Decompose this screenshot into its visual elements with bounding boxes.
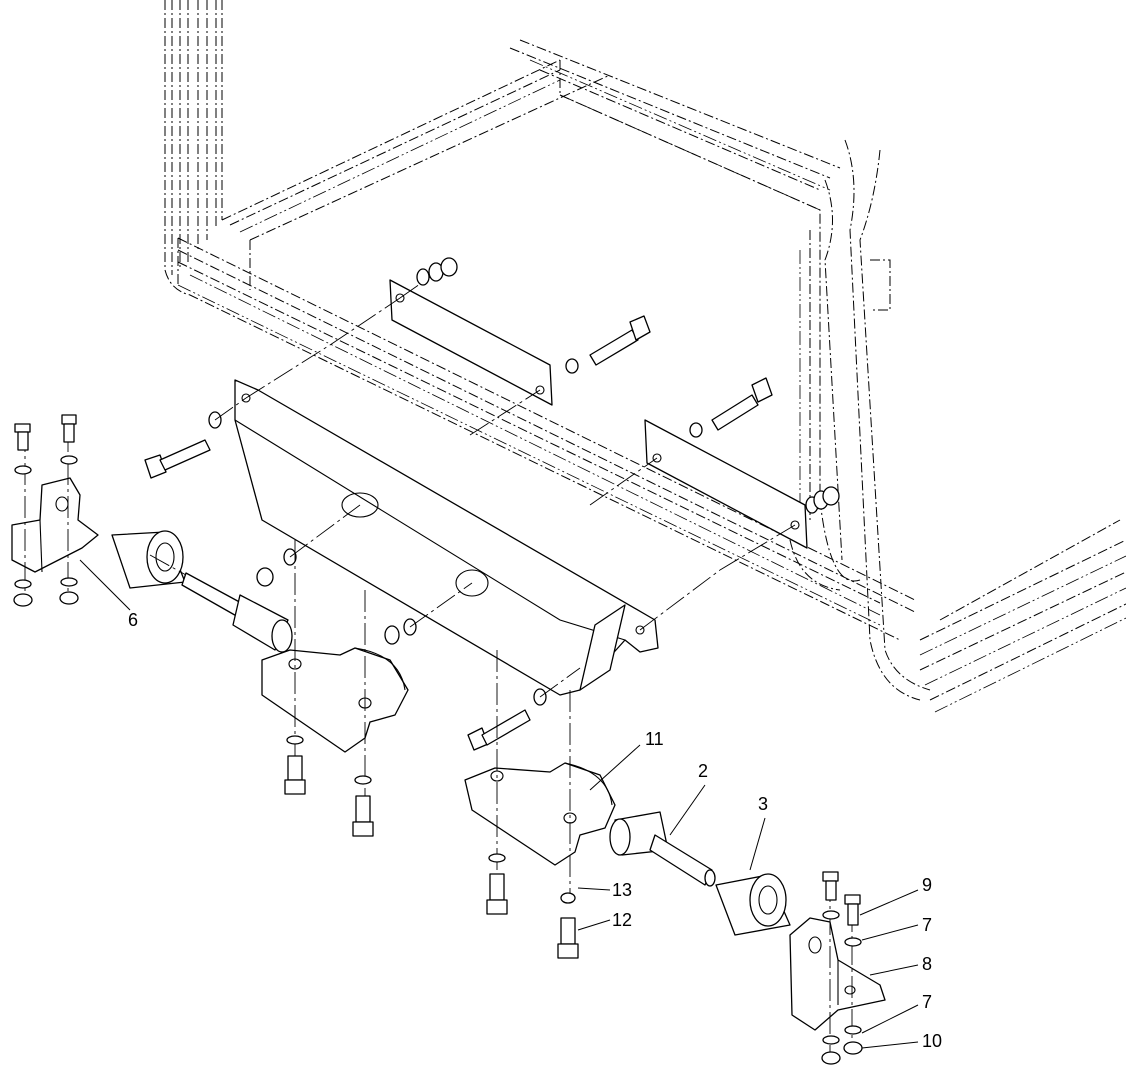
left-bracket-bolts <box>13 414 79 607</box>
left-bushing <box>111 530 186 589</box>
right-pivot-pin <box>609 811 716 887</box>
right-nut-washer-set <box>805 486 840 514</box>
callout-12: 12 <box>612 910 632 930</box>
callout-9: 9 <box>922 875 932 895</box>
right-long-bolt <box>689 377 773 438</box>
callout-11: 11 <box>645 729 664 749</box>
callout-6: 6 <box>128 610 138 630</box>
right-spindle-housing <box>464 650 616 900</box>
lower-center-bolt <box>467 667 581 751</box>
callout-13: 13 <box>612 880 632 900</box>
right-housing-bolts <box>486 853 579 959</box>
upper-long-bolt <box>565 315 651 374</box>
left-pivot-bracket <box>11 430 99 600</box>
right-mount-plate <box>644 419 808 549</box>
callout-2: 2 <box>698 761 708 781</box>
upper-mount-plate <box>389 269 553 406</box>
callout-leaders <box>79 559 919 1049</box>
right-bracket-bolts <box>821 871 863 1065</box>
right-bushing <box>715 873 791 936</box>
callout-8: 8 <box>922 954 932 974</box>
left-pivot-pin <box>149 554 293 653</box>
left-long-bolt <box>144 397 247 479</box>
vehicle-frame-phantom <box>164 0 1126 713</box>
left-housing-bolts <box>284 735 374 837</box>
callout-7-upper: 7 <box>922 915 932 935</box>
callout-3: 3 <box>758 794 768 814</box>
hitch-bracket-plate <box>234 297 796 696</box>
callout-10: 10 <box>922 1031 942 1051</box>
left-nut-washer-set <box>256 504 473 645</box>
upper-nut-washer-set <box>416 257 458 286</box>
left-spindle-housing <box>261 540 409 830</box>
callout-7-lower: 7 <box>922 992 932 1012</box>
